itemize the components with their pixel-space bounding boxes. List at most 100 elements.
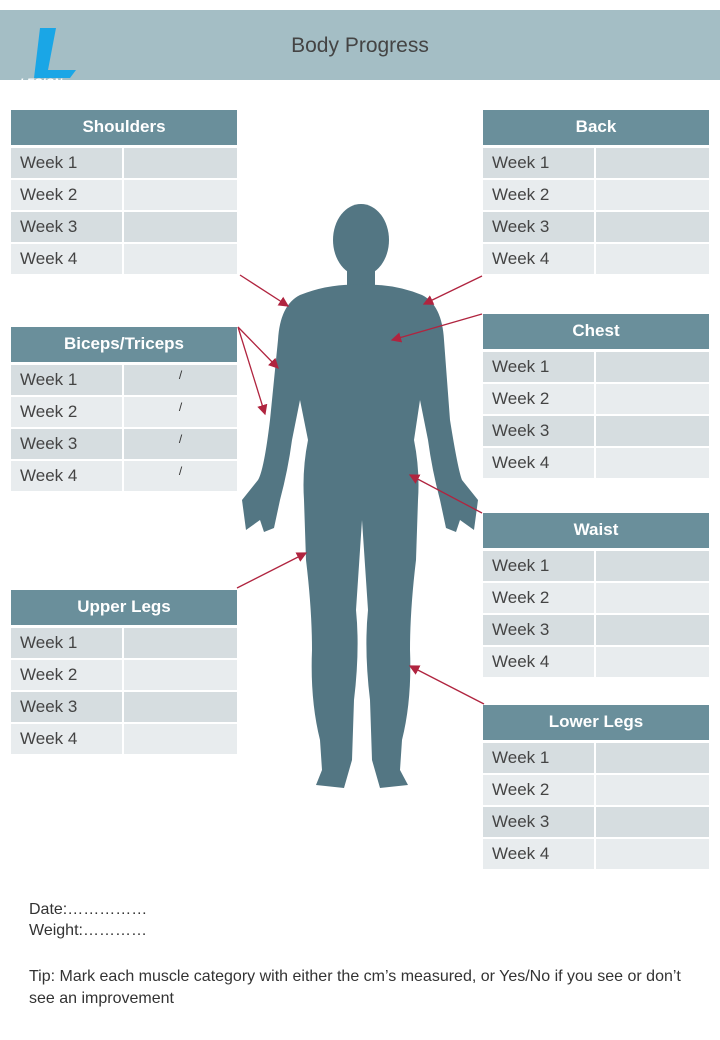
value-cell[interactable] xyxy=(596,416,709,446)
value-cell[interactable] xyxy=(596,148,709,178)
table-title: Lower Legs xyxy=(483,705,709,740)
week-label: Week 4 xyxy=(483,244,594,274)
value-cell[interactable] xyxy=(124,148,237,178)
week-label: Week 3 xyxy=(11,429,122,459)
value-cell[interactable] xyxy=(596,180,709,210)
value-cell[interactable] xyxy=(124,212,237,242)
tip-text: Tip: Mark each muscle category with eith… xyxy=(29,968,681,1007)
table-row: Week 2/ xyxy=(11,397,237,427)
week-label: Week 2 xyxy=(11,660,122,690)
week-label: Week 3 xyxy=(483,416,594,446)
week-label: Week 2 xyxy=(11,397,122,427)
value-cell[interactable] xyxy=(124,692,237,722)
upper-legs-arrow xyxy=(236,552,308,589)
table-title: Back xyxy=(483,110,709,145)
table-row: Week 2 xyxy=(483,384,709,414)
table-row: Week 4 xyxy=(483,244,709,274)
value-cell[interactable] xyxy=(596,647,709,677)
week-label: Week 4 xyxy=(11,724,122,754)
shoulders-arrow xyxy=(239,274,290,307)
table-title: Waist xyxy=(483,513,709,548)
page-title: Body Progress xyxy=(291,34,429,57)
table-row: Week 2 xyxy=(11,660,237,690)
legion-logo: LEGION xyxy=(20,28,76,86)
value-cell[interactable] xyxy=(596,775,709,805)
week-label: Week 1 xyxy=(483,743,594,773)
table-row: Week 3 xyxy=(483,615,709,645)
upper-legs-table: Upper Legs Week 1 Week 2 Week 3 Week 4 xyxy=(11,590,237,756)
chest-arrow xyxy=(390,313,483,343)
biceps-arrow-1 xyxy=(237,326,279,369)
biceps-arrow-2 xyxy=(237,326,268,416)
value-cell[interactable] xyxy=(596,551,709,581)
week-label: Week 2 xyxy=(11,180,122,210)
table-title: Shoulders xyxy=(11,110,237,145)
value-cell[interactable] xyxy=(596,212,709,242)
week-label: Week 4 xyxy=(483,839,594,869)
week-label: Week 3 xyxy=(11,692,122,722)
table-row: Week 4 xyxy=(483,839,709,869)
week-label: Week 1 xyxy=(11,148,122,178)
week-label: Week 1 xyxy=(483,551,594,581)
table-row: Week 1 xyxy=(483,551,709,581)
table-row: Week 2 xyxy=(483,775,709,805)
table-row: Week 2 xyxy=(11,180,237,210)
back-arrow xyxy=(422,275,483,305)
value-cell[interactable] xyxy=(596,384,709,414)
svg-text:LEGION: LEGION xyxy=(20,77,63,86)
table-row: Week 4/ xyxy=(11,461,237,491)
waist-table: Waist Week 1 Week 2 Week 3 Week 4 xyxy=(483,513,709,679)
value-cell[interactable] xyxy=(596,743,709,773)
value-cell[interactable]: / xyxy=(124,429,237,459)
table-row: Week 2 xyxy=(483,583,709,613)
table-title: Chest xyxy=(483,314,709,349)
value-cell[interactable]: / xyxy=(124,365,237,395)
value-cell[interactable] xyxy=(124,724,237,754)
week-label: Week 1 xyxy=(483,352,594,382)
week-label: Week 1 xyxy=(483,148,594,178)
date-field[interactable]: Date:…………… xyxy=(29,901,148,918)
week-label: Week 4 xyxy=(11,461,122,491)
value-cell[interactable] xyxy=(596,352,709,382)
value-cell[interactable]: / xyxy=(124,397,237,427)
measurement-arrows xyxy=(236,274,485,705)
table-row: Week 3 xyxy=(483,416,709,446)
value-cell[interactable] xyxy=(124,180,237,210)
table-row: Week 4 xyxy=(483,448,709,478)
week-label: Week 4 xyxy=(483,448,594,478)
table-row: Week 2 xyxy=(483,180,709,210)
value-cell[interactable]: / xyxy=(124,461,237,491)
week-label: Week 1 xyxy=(11,628,122,658)
shoulders-table: Shoulders Week 1 Week 2 Week 3 Week 4 xyxy=(11,110,237,276)
value-cell[interactable] xyxy=(596,448,709,478)
table-row: Week 4 xyxy=(483,647,709,677)
week-label: Week 3 xyxy=(483,807,594,837)
week-label: Week 4 xyxy=(11,244,122,274)
week-label: Week 2 xyxy=(483,180,594,210)
week-label: Week 3 xyxy=(483,212,594,242)
back-table: Back Week 1 Week 2 Week 3 Week 4 xyxy=(483,110,709,276)
table-row: Week 1 xyxy=(483,352,709,382)
week-label: Week 3 xyxy=(11,212,122,242)
value-cell[interactable] xyxy=(596,583,709,613)
value-cell[interactable] xyxy=(124,628,237,658)
header-bar: LEGION Body Progress xyxy=(0,10,720,86)
value-cell[interactable] xyxy=(596,615,709,645)
human-figure-icon xyxy=(242,204,478,788)
value-cell[interactable] xyxy=(124,660,237,690)
table-row: Week 1/ xyxy=(11,365,237,395)
table-title: Biceps/Triceps xyxy=(11,327,237,362)
value-cell[interactable] xyxy=(124,244,237,274)
value-cell[interactable] xyxy=(596,244,709,274)
weight-field[interactable]: Weight:………… xyxy=(29,922,147,939)
value-cell[interactable] xyxy=(596,839,709,869)
biceps-triceps-table: Biceps/Triceps Week 1/ Week 2/ Week 3/ W… xyxy=(11,327,237,493)
week-label: Week 4 xyxy=(483,647,594,677)
table-row: Week 4 xyxy=(11,244,237,274)
chest-table: Chest Week 1 Week 2 Week 3 Week 4 xyxy=(483,314,709,480)
table-row: Week 3/ xyxy=(11,429,237,459)
value-cell[interactable] xyxy=(596,807,709,837)
table-row: Week 3 xyxy=(11,692,237,722)
